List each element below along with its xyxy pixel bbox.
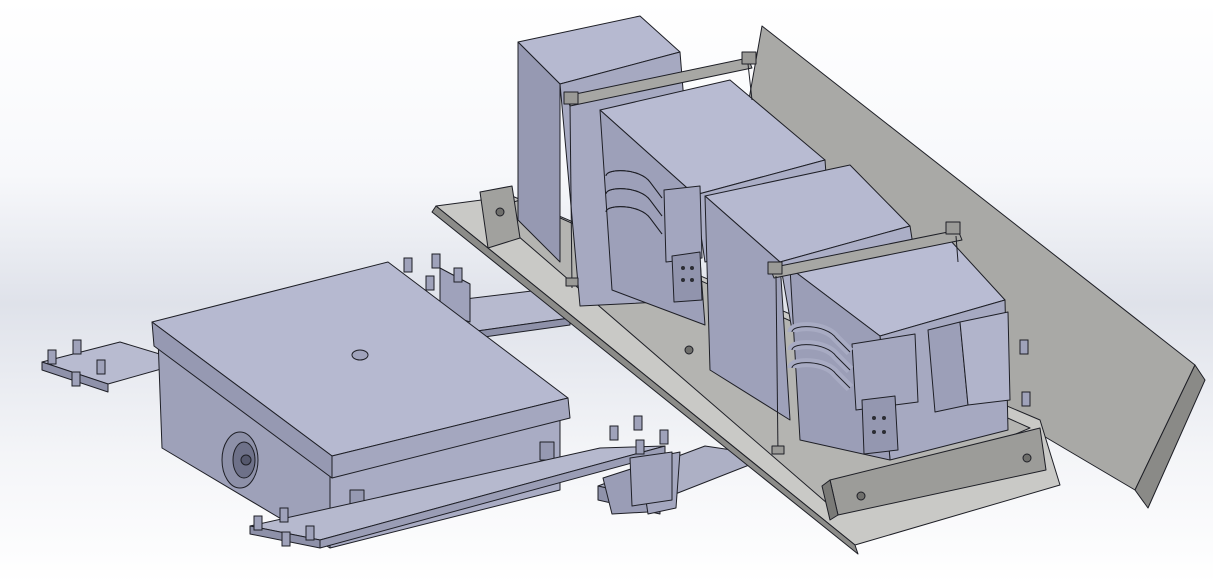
bolt-studs: [47, 253, 1031, 547]
mounting-strap-front: [249, 445, 673, 549]
coil-leads-lower: [787, 322, 854, 392]
u-bolt-clamps: [563, 51, 963, 455]
conduit-fitting: [221, 431, 259, 489]
coil-leads-upper: [605, 170, 663, 235]
